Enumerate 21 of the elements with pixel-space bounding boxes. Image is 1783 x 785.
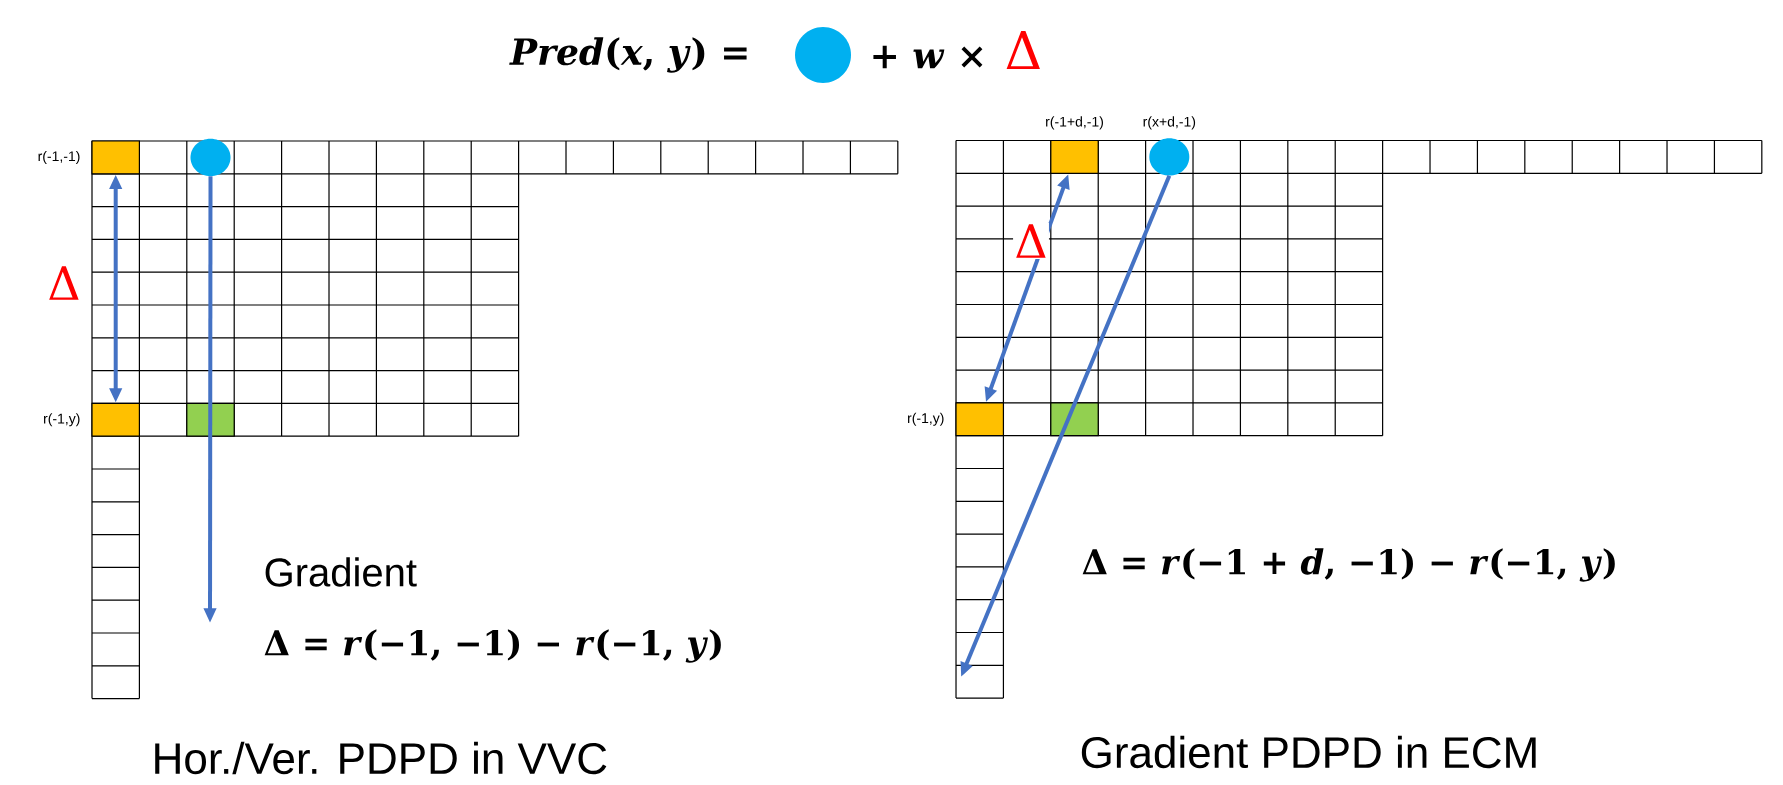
reference-cell [91,140,140,175]
circle-marker [1149,138,1190,176]
formula-text: Δ = r(−1 + d, −1) − r(−1, y) [1082,548,1615,582]
reference-cell [91,402,140,437]
cell-label: r(-1,y) [908,412,944,426]
reference-cell [1050,139,1099,174]
cell-label: r(x+d,-1) [1143,116,1196,130]
heading-text: Gradient [265,557,417,587]
caption-text: Hor./Ver. PDPD in VVC [155,741,607,775]
circle-marker [190,138,231,177]
formula-text: Pred(x, y) = [509,37,747,73]
edge-label: Δ [46,264,82,302]
cell-label: r(-1,y) [44,413,80,427]
delta-symbol: Δ [1006,31,1040,69]
edge-label: Δ [1013,222,1049,260]
cell-label: r(-1+d,-1) [1046,116,1103,130]
formula-text: + w × [873,45,983,69]
caption-text: Gradient PDPD in ECM [1081,735,1536,769]
reference-cell [955,402,1004,437]
cell-label: r(-1,-1) [38,150,80,164]
formula-text: Δ = r(−1, −1) − r(−1, y) [264,629,721,663]
